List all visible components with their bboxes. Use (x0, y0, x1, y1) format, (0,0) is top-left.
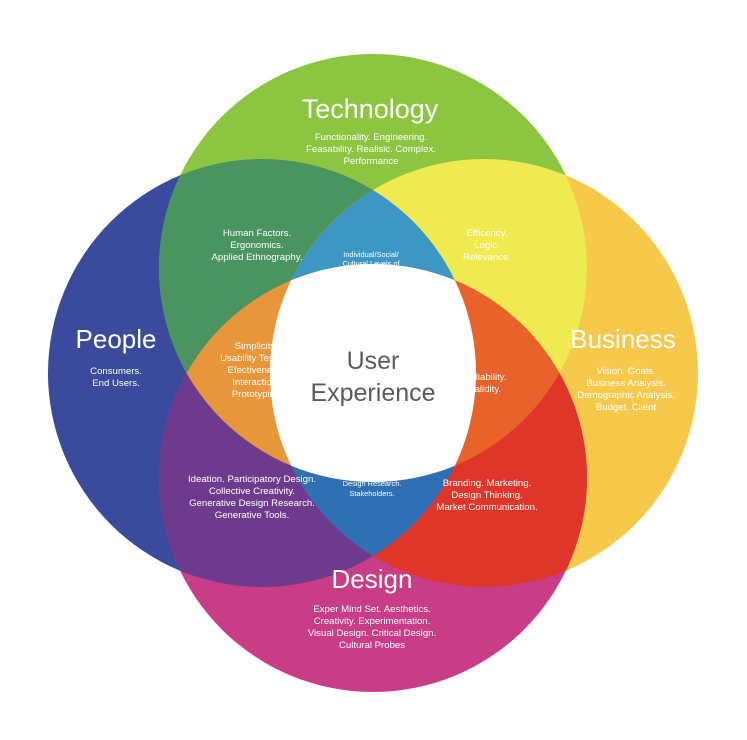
tech-people-desc-1: Human Factors. (223, 228, 291, 239)
people-desc-2: End Users. (92, 378, 139, 389)
design-desc-1: Exper Mind Set. Aesthetics. (313, 604, 430, 615)
people-design-desc-1: Ideation. Participatory Design. (188, 474, 316, 485)
left-center-desc-2: Usability Testing. (220, 353, 292, 364)
tech-top-center-desc-3: Analysis (357, 268, 385, 277)
business-desc-4: Budget. Client (596, 402, 657, 413)
tech-people-desc-3: Applied Ethnography. (211, 252, 302, 263)
business-desc-3: Demographic Analysis. (577, 390, 675, 401)
tech-people-desc-2: Ergonomics. (230, 240, 283, 251)
technology-desc-2: Feasability. Realisic. Complex. (306, 144, 436, 155)
left-center-desc-4: Interaction. (232, 377, 279, 388)
people-design-desc-3: Generative Design Research. (189, 498, 315, 509)
design-desc-3: Visual Design. Critical Design. (308, 628, 436, 639)
bottom-center-desc-2: Design Research. (343, 479, 402, 488)
design-desc-4: Cultural Probes (339, 640, 405, 651)
technology-title: Technology (302, 94, 439, 124)
tech-business-desc-1: Efficency. (467, 228, 508, 239)
center-title-line-2: Experience (310, 379, 435, 407)
left-center-desc-3: Efectiveness. (227, 365, 284, 376)
people-design-desc-4: Generative Tools. (215, 510, 289, 521)
business-design-desc-3: Market Communication. (436, 502, 537, 513)
business-design-desc-1: Branding. Marketing. (443, 478, 532, 489)
business-desc-2: Business Analysis. (586, 378, 665, 389)
design-desc-2: Creativity. Experimentation. (314, 616, 431, 627)
technology-desc-3: Performance (344, 156, 399, 167)
design-title: Design (332, 564, 413, 594)
technology-desc-1: Functionality. Engineering. (315, 132, 427, 143)
people-design-desc-2: Collective Creativity. (209, 486, 295, 497)
people-title: People (76, 324, 157, 354)
right-center-desc-2: Validity. (469, 384, 501, 395)
bottom-center-desc-1: Innovation. (354, 469, 390, 478)
left-center-desc-5: Prototyping (232, 389, 281, 400)
center-overlap (270, 264, 476, 482)
tech-top-center-desc-2: Cultural Levels of (342, 259, 400, 268)
tech-business-desc-3: Relevance. (463, 252, 511, 263)
business-design-desc-2: Design Thinking. (451, 490, 522, 501)
bottom-center-desc-3: Stakeholders. (349, 489, 394, 498)
right-center-desc-1: Reliability. (463, 372, 506, 383)
people-desc-1: Consumers. (90, 366, 142, 377)
business-desc-1: Vision. Goals. (596, 366, 655, 377)
tech-top-center-desc-1: Individual/Social/ (343, 250, 399, 259)
center-title-line-1: User (347, 347, 400, 375)
business-title: Business (570, 324, 676, 354)
left-center-desc-1: Simplicity. (235, 341, 277, 352)
tech-business-desc-2: Logic. (474, 240, 500, 251)
